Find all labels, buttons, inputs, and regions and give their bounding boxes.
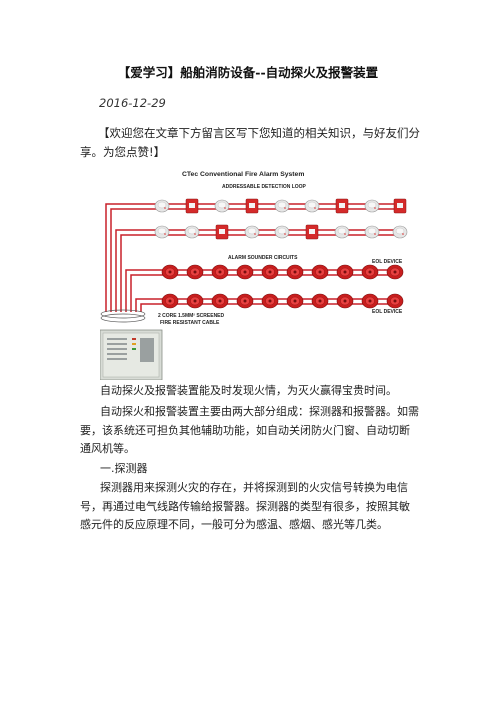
sounder-row-2 xyxy=(161,293,404,309)
call-point-icon xyxy=(335,198,349,214)
smoke-detector-icon xyxy=(154,199,170,213)
sounder-icon xyxy=(161,293,179,309)
sounder-icon xyxy=(186,264,204,280)
sounder-icon xyxy=(311,293,329,309)
smoke-detector-icon xyxy=(364,225,380,239)
section-heading-detector: 一.探测器 xyxy=(100,462,148,475)
detector-row-1 xyxy=(154,198,407,214)
call-point-icon xyxy=(245,198,259,214)
article-title: 【爱学习】船舶消防设备--自动探火及报警装置 xyxy=(117,65,379,80)
sounder-icon xyxy=(311,264,329,280)
call-point-icon xyxy=(393,198,407,214)
sounder-icon xyxy=(211,293,229,309)
sounder-icon xyxy=(286,264,304,280)
sounder-label: ALARM SOUNDER CIRCUITS xyxy=(228,255,298,261)
cable-label-1: 2 CORE 1.5MM² SCREENED xyxy=(158,313,225,319)
sounder-icon xyxy=(386,293,404,309)
paragraph-3: 探测器用来探测火灾的存在，并将探测到的火灾信号转换为电信号，再通过电气线路传输给… xyxy=(80,481,410,531)
sounder-icon xyxy=(336,264,354,280)
smoke-detector-icon xyxy=(154,225,170,239)
sounder-icon xyxy=(361,293,379,309)
call-point-icon xyxy=(305,224,319,240)
fire-alarm-diagram: CTec Conventional Fire Alarm System ADDR… xyxy=(100,171,408,380)
sounder-icon xyxy=(161,264,179,280)
cable-rings xyxy=(100,309,146,323)
control-panel xyxy=(100,329,163,380)
sounder-icon xyxy=(386,264,404,280)
paragraph-1: 自动探火及报警装置能及时发现火情，为灭火赢得宝贵时间。 xyxy=(100,384,397,397)
sounder-icon xyxy=(261,293,279,309)
sounder-icon xyxy=(261,264,279,280)
smoke-detector-icon xyxy=(304,199,320,213)
sounder-icon xyxy=(211,264,229,280)
sounder-icon xyxy=(236,264,254,280)
paragraph-2: 自动探火和报警装置主要由两大部分组成：探测器和报警器。如需要，该系统还可担负其他… xyxy=(80,405,419,455)
sounder-icon xyxy=(186,293,204,309)
diagram-heading: CTec Conventional Fire Alarm System xyxy=(182,171,304,178)
call-point-icon xyxy=(185,198,199,214)
vertical-cables xyxy=(105,203,400,312)
smoke-detector-icon xyxy=(274,225,290,239)
smoke-detector-icon xyxy=(334,225,350,239)
smoke-detector-icon xyxy=(184,225,200,239)
smoke-detector-icon xyxy=(392,225,408,239)
publish-date: 2016-12-29 xyxy=(99,96,166,110)
sounder-icon xyxy=(361,264,379,280)
sounder-row-1 xyxy=(161,264,404,280)
eol-label-2: EOL DEVICE xyxy=(372,309,403,315)
smoke-detector-icon xyxy=(214,199,230,213)
smoke-detector-icon xyxy=(364,199,380,213)
eol-label-1: EOL DEVICE xyxy=(372,259,403,265)
smoke-detector-icon xyxy=(274,199,290,213)
detector-row-2 xyxy=(154,224,408,240)
sounder-icon xyxy=(286,293,304,309)
sounder-icon xyxy=(336,293,354,309)
smoke-detector-icon xyxy=(244,225,260,239)
cable-label-2: FIRE RESISTANT CABLE xyxy=(160,320,220,326)
loop-label: ADDRESSABLE DETECTION LOOP xyxy=(222,184,307,190)
intro-text: 【欢迎您在文章下方留言区写下您知道的相关知识，与好友们分享。为您点赞!】 xyxy=(80,126,420,159)
sounder-icon xyxy=(236,293,254,309)
call-point-icon xyxy=(215,224,229,240)
